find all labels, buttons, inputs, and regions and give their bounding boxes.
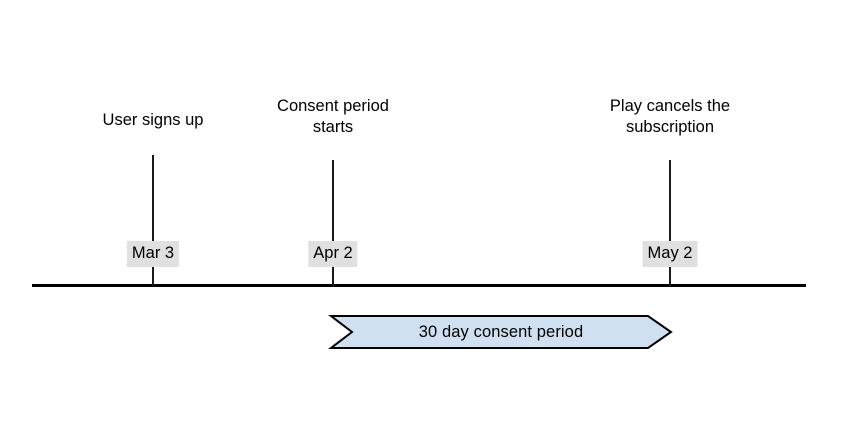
consent-period-banner: 30 day consent period xyxy=(328,315,673,349)
event-title-play-cancels-the-subscription: Play cancels the subscription xyxy=(609,97,731,136)
event-date-chip-may-2: May 2 xyxy=(642,241,698,267)
timeline-axis xyxy=(32,284,806,287)
event-title-consent-period-starts: Consent period starts xyxy=(277,97,389,136)
consent-period-banner-label: 30 day consent period xyxy=(418,322,584,341)
event-title-user-signs-up: User signs up xyxy=(102,111,204,129)
event-date-chip-apr-2: Apr 2 xyxy=(308,241,358,267)
event-date-chip-mar-3: Mar 3 xyxy=(126,241,180,267)
event-stem-consent-period-starts xyxy=(332,160,334,286)
event-stem-user-signs-up xyxy=(152,155,154,286)
banner-arrow-shape xyxy=(328,315,673,349)
event-stem-play-cancels-the-subscription xyxy=(669,160,671,286)
